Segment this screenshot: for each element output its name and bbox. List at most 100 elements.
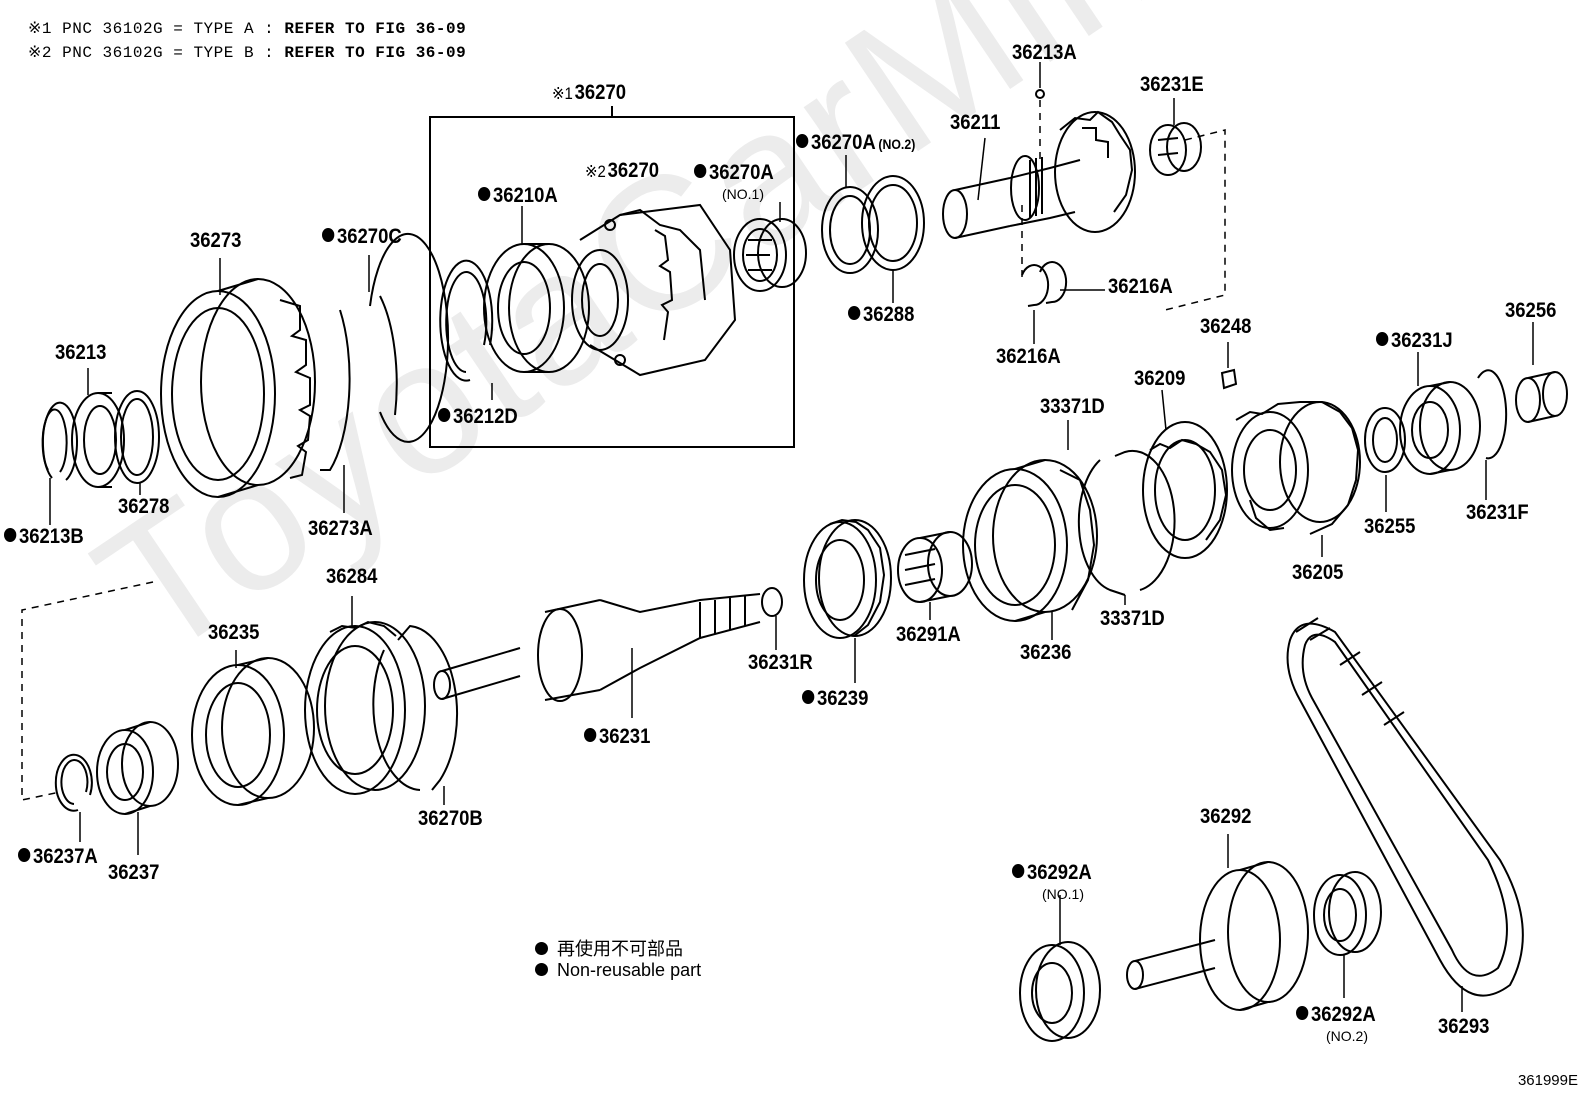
part-number: 36231F [1466,501,1529,524]
alignment-guides [21,100,1226,801]
callout-36231[interactable]: 36231 [584,726,650,747]
hub-sleeve-36209 [1142,421,1228,559]
part-number: 36270A [708,161,774,184]
part-number: 36270 [607,159,660,182]
callout-36236[interactable]: 36236 [1020,642,1071,663]
part-number: 36213 [55,341,107,364]
callout-36212d[interactable]: 36212D [438,406,518,427]
driven-sprocket-36292 [1126,861,1309,1011]
callout-36292a-no1[interactable]: 36292A [1012,862,1092,883]
part-number: 36210A [492,184,558,207]
callout-36231e[interactable]: 36231E [1140,74,1204,95]
callout-36291a[interactable]: 36291A [896,624,961,645]
non-reusable-dot-icon [694,164,707,178]
note-prefix: PNC 36102G = TYPE B : [62,44,275,62]
callout-36248[interactable]: 36248 [1200,316,1251,337]
leader-lines [49,62,1534,1012]
callout-33371d-lower[interactable]: 33371D [1100,608,1165,629]
callout-36209[interactable]: 36209 [1134,368,1185,389]
callout-36213a[interactable]: 36213A [1012,42,1077,63]
clutch-hub-36236 [962,459,1098,622]
bearing-36210a [483,243,590,373]
bearing-36292a-no2 [1313,871,1382,956]
callout-36292[interactable]: 36292 [1200,806,1251,827]
snap-ring-36237a [54,753,93,812]
part-number: 36278 [118,495,170,518]
non-reusable-dot-icon [478,187,491,201]
part-number: 36270C [336,225,402,248]
callout-36273a[interactable]: 36273A [308,518,373,539]
non-reusable-dot-icon [1296,1006,1309,1020]
part-number: 36292A [1310,1003,1376,1026]
part-number: 36270 [574,81,627,104]
part-number: 36292A [1026,861,1092,884]
header-note-1: ※1 PNC 36102G = TYPE A : REFER TO FIG 36… [28,18,466,38]
part-number: 36273A [308,517,373,540]
callout-36255[interactable]: 36255 [1364,516,1415,537]
callout-36270a-no1[interactable]: 36270A [694,162,774,183]
callout-36284[interactable]: 36284 [326,566,377,587]
callout-36216a-right[interactable]: 36216A [1108,276,1173,297]
bearing-36292a-no1 [1019,941,1101,1042]
note-marker: ※1 [28,20,53,38]
non-reusable-dot-icon [802,690,815,704]
callout-36211[interactable]: 36211 [950,112,1000,133]
snap-ring-36270c [320,232,450,471]
callout-36210a[interactable]: 36210A [478,185,558,206]
callout-36293[interactable]: 36293 [1438,1016,1489,1037]
spacer-36255 [1364,407,1406,473]
note-marker: ※2 [28,44,53,62]
note-prefix: PNC 36102G = TYPE A : [62,20,275,38]
callout-33371d-upper[interactable]: 33371D [1040,396,1105,417]
legend-text: Non-reusable part [557,960,702,980]
o-ring-36231r [761,587,783,617]
callout-36256[interactable]: 36256 [1505,300,1556,321]
callout-36231j[interactable]: 36231J [1376,330,1453,351]
callout-36213b[interactable]: 36213B [4,526,84,547]
part-number: 36213B [18,525,84,548]
callout-36231f[interactable]: 36231F [1466,502,1529,523]
sublabel-no2: (NO.2) [878,136,916,152]
callout-36270-inner[interactable]: ※236270 [585,160,659,181]
part-number: 36270A [810,131,876,154]
callout-36239[interactable]: 36239 [802,688,868,709]
callout-36270b[interactable]: 36270B [418,808,483,829]
snap-ring-36270b [372,624,459,791]
callout-36288[interactable]: 36288 [848,304,914,325]
non-reusable-dot-icon [1376,332,1389,346]
washer-36288 [861,175,925,271]
callout-36235[interactable]: 36235 [208,622,259,643]
non-reusable-dot-icon [535,942,548,955]
callout-36292a-no2[interactable]: 36292A [1296,1004,1376,1025]
non-reusable-dot-icon [322,228,335,242]
non-reusable-dot-icon [535,963,548,976]
ring-gear-36273 [160,278,316,498]
callout-36273[interactable]: 36273 [190,230,241,251]
bearing-36231j [1399,381,1481,475]
shaft-36211 [942,110,1136,239]
synchronizer-rings-33371d [1077,449,1176,596]
drive-sprocket-36205 [1231,401,1361,535]
part-number: 36235 [208,621,260,644]
snap-ring-36231f [1477,369,1508,460]
gear-36239 [803,518,892,639]
callout-36205[interactable]: 36205 [1292,562,1343,583]
callout-36237[interactable]: 36237 [108,862,159,883]
callout-36237a[interactable]: 36237A [18,846,98,867]
note-reference: REFER TO FIG 36-09 [284,44,467,62]
callout-36278[interactable]: 36278 [118,496,169,517]
callout-36213[interactable]: 36213 [55,342,106,363]
callout-36270c[interactable]: 36270C [322,226,402,247]
callout-36231r[interactable]: 36231R [748,652,813,673]
callout-36270-box[interactable]: ※136270 [552,82,626,103]
callout-36216a-lower[interactable]: 36216A [996,346,1061,367]
part-number: 36273 [190,229,242,252]
part-number: 36231R [748,651,813,674]
type-marker: ※1 [552,84,573,103]
callout-36270a-no2[interactable]: 36270A(NO.2) [796,132,915,153]
part-number: 36236 [1020,641,1072,664]
part-number: 36239 [816,687,869,710]
non-reusable-dot-icon [438,408,451,422]
part-number: 36231 [598,725,651,748]
header-note-2: ※2 PNC 36102G = TYPE B : REFER TO FIG 36… [28,42,466,62]
